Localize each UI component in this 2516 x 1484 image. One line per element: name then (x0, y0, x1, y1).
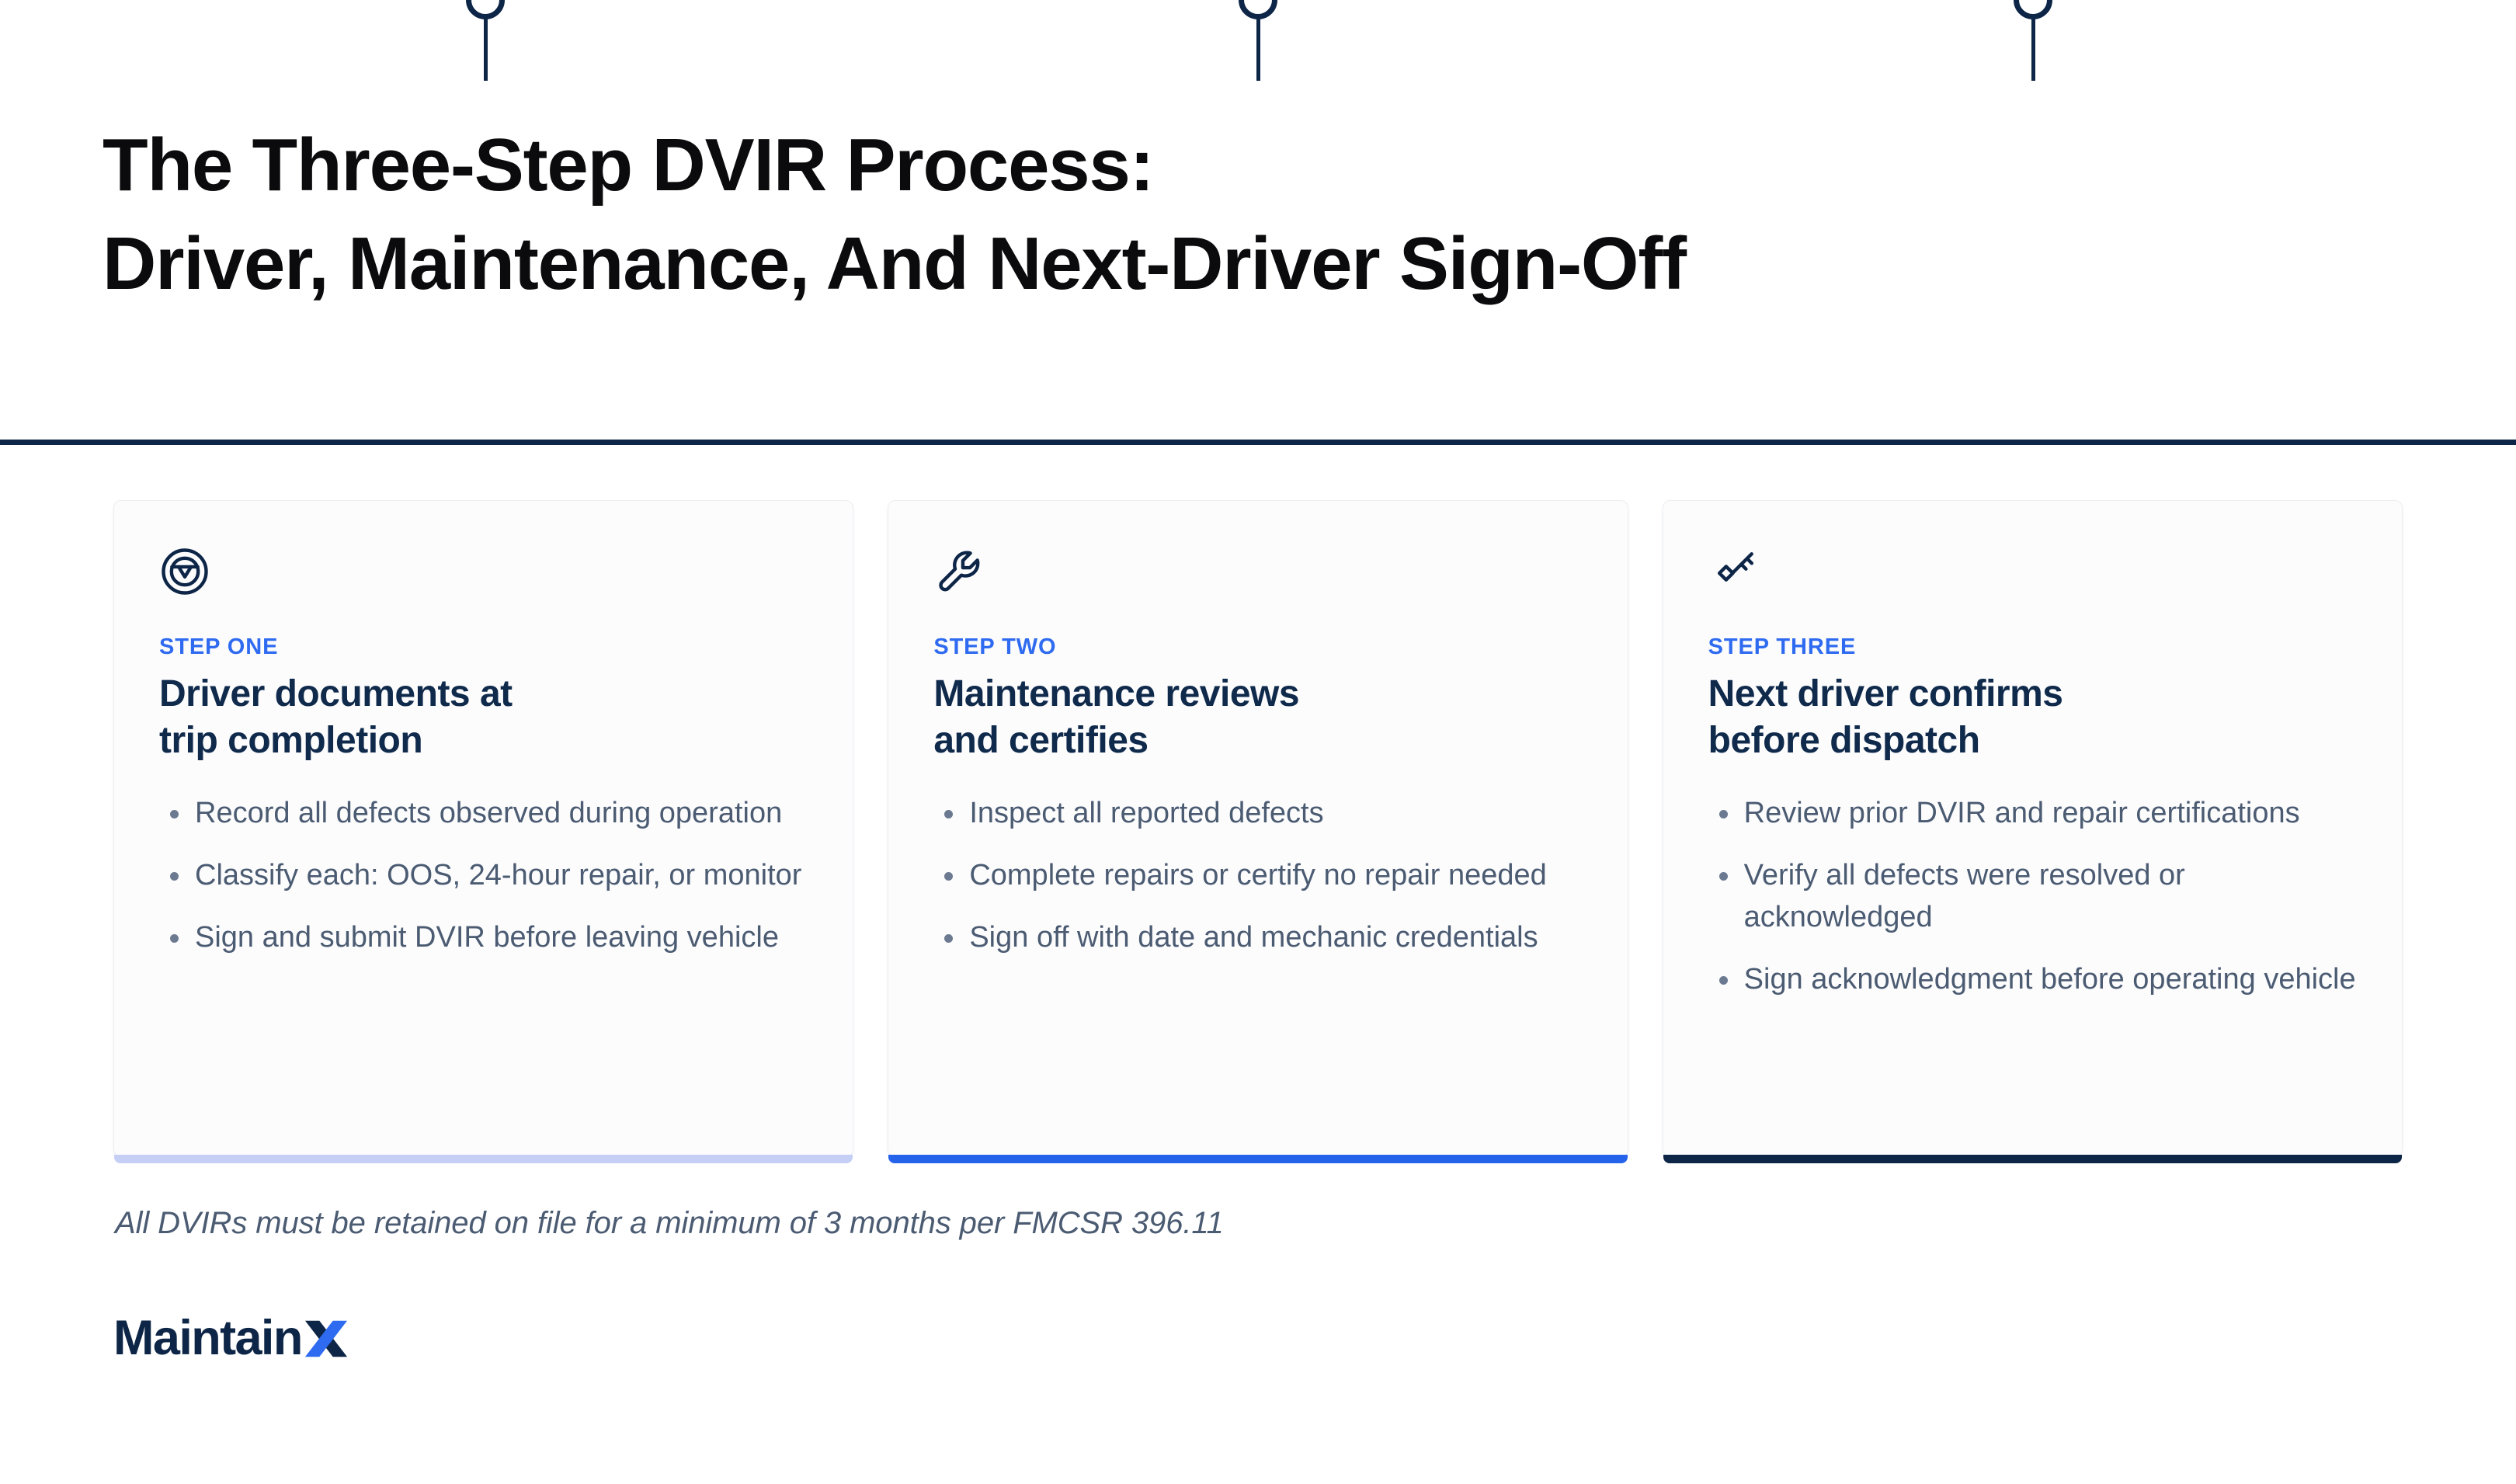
step-heading-two: Maintenance reviews and certifies (933, 673, 1300, 762)
list-item: Sign and submit DVIR before leaving vehi… (159, 917, 808, 959)
list-item: Review prior DVIR and repair certificati… (1708, 793, 2357, 835)
steering-wheel-icon (159, 546, 210, 597)
step-cards-container: STEP ONE Driver documents at trip comple… (113, 500, 2403, 1163)
logo-x-icon (302, 1316, 349, 1361)
key-icon (1708, 546, 1760, 597)
list-item: Sign off with date and mechanic credenti… (933, 917, 1582, 959)
page-title: The Three-Step DVIR Process: Driver, Mai… (103, 116, 2354, 313)
step-label-one: STEP ONE (159, 634, 279, 659)
step-bullets-three: Review prior DVIR and repair certificati… (1708, 793, 2357, 1001)
step-card-accent-bar-one (114, 1155, 853, 1163)
timeline-stem (1256, 17, 1260, 81)
timeline-stem (484, 17, 488, 81)
list-item: Complete repairs or certify no repair ne… (933, 855, 1582, 897)
footnote-text: All DVIRs must be retained on file for a… (115, 1206, 1224, 1240)
page-title-line-2: Driver, Maintenance, And Next-Driver Sig… (103, 221, 1687, 305)
wrench-icon (933, 546, 985, 597)
step-card-one: STEP ONE Driver documents at trip comple… (113, 500, 854, 1163)
step-card-accent-bar-three (1663, 1155, 2402, 1163)
logo-wordmark: Maintain (113, 1311, 303, 1365)
list-item: Classify each: OOS, 24-hour repair, or m… (159, 855, 808, 897)
step-card-three: STEP THREE Next driver confirms before d… (1662, 500, 2403, 1163)
step-bullets-one: Record all defects observed during opera… (159, 793, 808, 959)
list-item: Verify all defects were resolved or ackn… (1708, 855, 2357, 939)
step-heading-three: Next driver confirms before dispatch (1708, 673, 2063, 762)
timeline-stem (2031, 17, 2035, 81)
list-item: Sign acknowledgment before operating veh… (1708, 959, 2357, 1001)
timeline-rail (0, 440, 2516, 445)
step-label-two: STEP TWO (933, 634, 1057, 659)
list-item: Record all defects observed during opera… (159, 793, 808, 835)
page-title-line-1: The Three-Step DVIR Process: (103, 123, 1155, 207)
step-label-three: STEP THREE (1708, 634, 1857, 659)
step-card-two: STEP TWO Maintenance reviews and certifi… (888, 500, 1628, 1163)
step-card-accent-bar-two (888, 1155, 1628, 1163)
list-item: Inspect all reported defects (933, 793, 1582, 835)
step-heading-one: Driver documents at trip completion (159, 673, 513, 762)
step-bullets-two: Inspect all reported defects Complete re… (933, 793, 1582, 959)
maintainx-logo: Maintain (113, 1314, 349, 1363)
